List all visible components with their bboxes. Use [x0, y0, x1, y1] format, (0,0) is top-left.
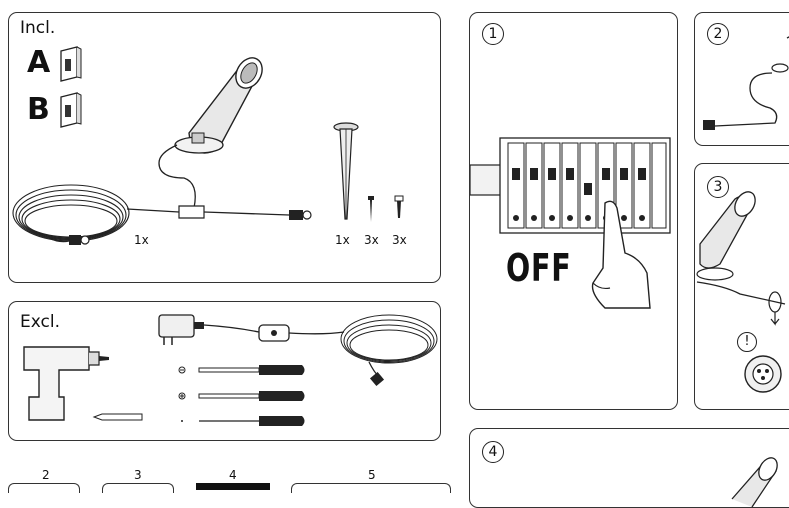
wall-plug-icon	[394, 195, 404, 218]
pencil-icon	[92, 413, 143, 421]
stake-quantity: 1x	[335, 233, 350, 247]
step-4-number: 4	[482, 441, 504, 463]
hand-pressing-switch-illustration	[591, 200, 651, 309]
screwdriver-flat-icon	[178, 365, 305, 375]
screwdriver-small-icon	[181, 416, 305, 426]
excluded-title: Excl.	[20, 312, 60, 332]
step-1-off-label: OFF	[506, 246, 572, 290]
power-adapter-with-cable-illustration	[158, 314, 438, 387]
page-tab-5[interactable]	[291, 483, 451, 493]
page-tab-4-number[interactable]: 4	[229, 468, 237, 482]
step-3-warning-icon: !	[737, 332, 757, 352]
step-2-number: 2	[707, 23, 729, 45]
drill-icon	[23, 346, 109, 421]
step-4-panel: 4	[469, 428, 789, 508]
ground-stake-icon	[333, 122, 359, 220]
page-tab-2-number[interactable]: 2	[42, 468, 50, 482]
booklet-a-icon	[60, 46, 82, 82]
step-3-number: 3	[707, 176, 729, 198]
page-tab-5-number[interactable]: 5	[368, 468, 376, 482]
screwdriver-phillips-icon	[178, 391, 305, 401]
booklet-a-label: A	[27, 45, 51, 80]
spotlight-with-cable-illustration	[12, 57, 312, 245]
step-3-panel: 3 !	[694, 163, 789, 410]
excluded-items-panel: Excl.	[8, 301, 441, 441]
screw-icon	[368, 196, 374, 222]
page-tab-3-number[interactable]: 3	[134, 468, 142, 482]
screw-quantity: 3x	[364, 233, 379, 247]
included-items-panel: Incl. A B	[8, 12, 441, 283]
step-4-lamp-illustration	[731, 457, 778, 507]
step-2-cable-illustration	[703, 36, 789, 130]
step-1-panel: 1	[469, 12, 678, 410]
spotlight-quantity: 1x	[134, 233, 149, 247]
booklet-b-icon	[60, 92, 82, 128]
circuit-breaker-illustration	[470, 137, 671, 234]
step-2-panel: 2	[694, 12, 789, 146]
page-tab-3[interactable]	[102, 483, 174, 493]
step-3-lamp-illustration	[696, 191, 786, 393]
page-tab-2[interactable]	[8, 483, 80, 493]
included-title: Incl.	[20, 18, 56, 38]
page-tab-4-active[interactable]	[196, 483, 270, 490]
booklet-b-label: B	[27, 92, 50, 127]
wall-plug-quantity: 3x	[392, 233, 407, 247]
step-1-number: 1	[482, 23, 504, 45]
